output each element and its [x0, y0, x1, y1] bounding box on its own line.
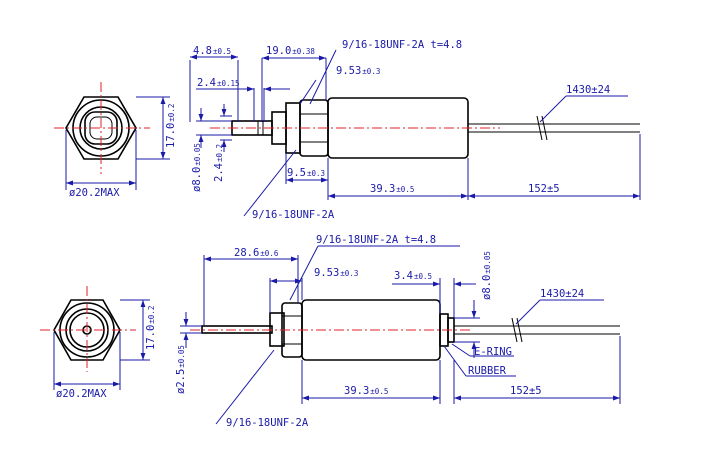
- top-thread-bottom: 9/16-18UNF-2A: [252, 209, 335, 221]
- top-dim-24w: 2.4±0.15: [197, 77, 240, 89]
- top-dim-152: 152±5: [528, 183, 560, 195]
- top-dia-max-label: ø20.2MAX: [69, 187, 120, 199]
- top-dim-24h: 2.4±0.2: [213, 144, 225, 182]
- rubber-label: RUBBER: [468, 365, 507, 377]
- bottom-dim-34: 3.4±0.5: [394, 270, 432, 282]
- top-thread-spec: 9/16-18UNF-2A t=4.8: [342, 39, 462, 51]
- top-dim-393: 39.3±0.5: [370, 183, 414, 195]
- top-dim-48: 4.8±0.5: [193, 45, 231, 57]
- top-dia-8: ø8.0±0.05: [191, 143, 203, 192]
- bottom-thread-spec: 9/16-18UNF-2A t=4.8: [316, 234, 436, 246]
- ering-label: E-RING: [474, 346, 512, 358]
- bottom-side-view: [190, 299, 620, 361]
- top-dims-above: [189, 49, 337, 122]
- top-dims-below: [243, 134, 641, 217]
- bottom-dim-953: 9.53±0.3: [314, 267, 358, 279]
- bottom-thread-bottom: 9/16-18UNF-2A: [226, 417, 309, 429]
- top-view: ø20.2MAX 17.0±0.2: [54, 39, 641, 221]
- bottom-dims-above: [203, 245, 480, 358]
- bottom-dim-393: 39.3±0.5: [344, 385, 388, 397]
- bottom-dia-max-label: ø20.2MAX: [56, 388, 107, 400]
- bottom-end-view: [40, 286, 150, 390]
- top-dim-190: 19.0±0.38: [266, 45, 315, 57]
- top-lead-length: 1430±24: [566, 84, 610, 96]
- bottom-lead-length: 1430±24: [540, 288, 584, 300]
- bottom-dim-286: 28.6±0.6: [234, 247, 279, 259]
- top-dia-17-label: 17.0±0.2: [165, 104, 177, 148]
- bottom-dia-8: ø8.0±0.05: [481, 251, 493, 300]
- bottom-dia-25: ø2.5±0.05: [175, 345, 187, 394]
- bottom-dim-152: 152±5: [510, 385, 542, 397]
- top-end-view: [54, 82, 170, 190]
- bottom-dims-below: [215, 336, 621, 425]
- top-side-view: [210, 97, 640, 159]
- top-dims-left: [196, 104, 232, 152]
- top-dim-953: 9.53±0.3: [336, 65, 380, 77]
- top-dim-95: 9.5±0.3: [287, 167, 325, 179]
- bottom-view: ø20.2MAX 17.0±0.2: [40, 234, 621, 429]
- bottom-dia-17-label: 17.0±0.2: [145, 306, 157, 350]
